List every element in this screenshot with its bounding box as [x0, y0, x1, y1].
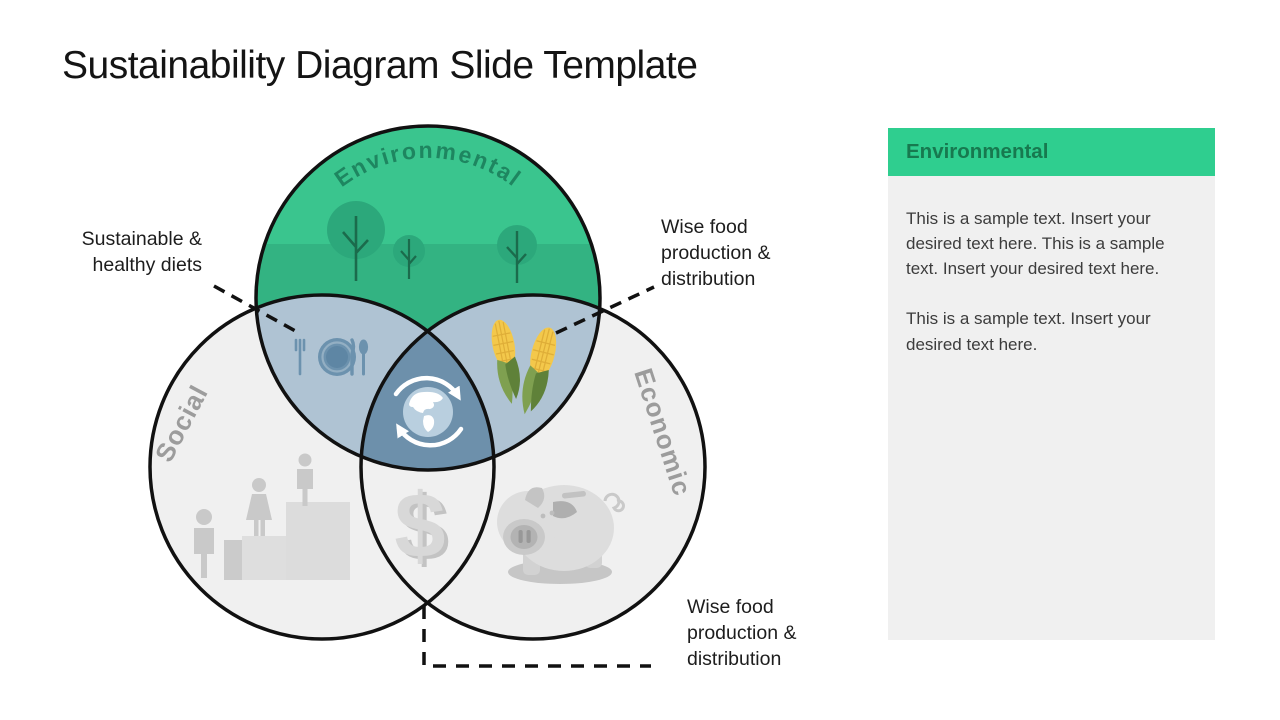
globe-recycle-icon [393, 375, 464, 448]
plate-cutlery-icon [294, 338, 369, 376]
panel-title: Environmental [906, 140, 1049, 163]
leader-line-bottom [422, 606, 651, 668]
svg-text:$: $ [398, 478, 449, 580]
piggy-bank-icon [497, 485, 625, 584]
social-circle-outline [148, 293, 496, 641]
panel-paragraph: This is a sample text. Insert your desir… [906, 309, 1151, 354]
tree-icon [393, 235, 425, 279]
environmental-circle-outline [254, 124, 602, 472]
dollar-icon: $ $ [394, 475, 449, 580]
svg-text:$: $ [394, 475, 445, 577]
callout-wise-food-top: Wise food production & distribution [661, 216, 771, 290]
tree-icon [327, 201, 385, 281]
panel-header: Environmental [888, 128, 1215, 176]
economic-circle-outline [359, 293, 707, 641]
leader-line-right [555, 285, 655, 335]
people-on-steps-icon [194, 453, 350, 580]
panel-body: This is a sample text. Insert your desir… [888, 176, 1215, 640]
leader-line-left [213, 284, 300, 335]
tree-icon [497, 225, 537, 283]
corn-icon [491, 319, 557, 415]
callout-wise-food-bottom: Wise food production & distribution [687, 596, 797, 670]
callout-sustainable-healthy-diets: Sustainable & healthy diets [81, 228, 202, 276]
environmental-info-panel: Environmental This is a sample text. Ins… [888, 128, 1215, 640]
panel-paragraph: This is a sample text. Insert your desir… [906, 209, 1165, 279]
slide-title: Sustainability Diagram Slide Template [62, 44, 698, 87]
triple-overlap [361, 295, 494, 470]
